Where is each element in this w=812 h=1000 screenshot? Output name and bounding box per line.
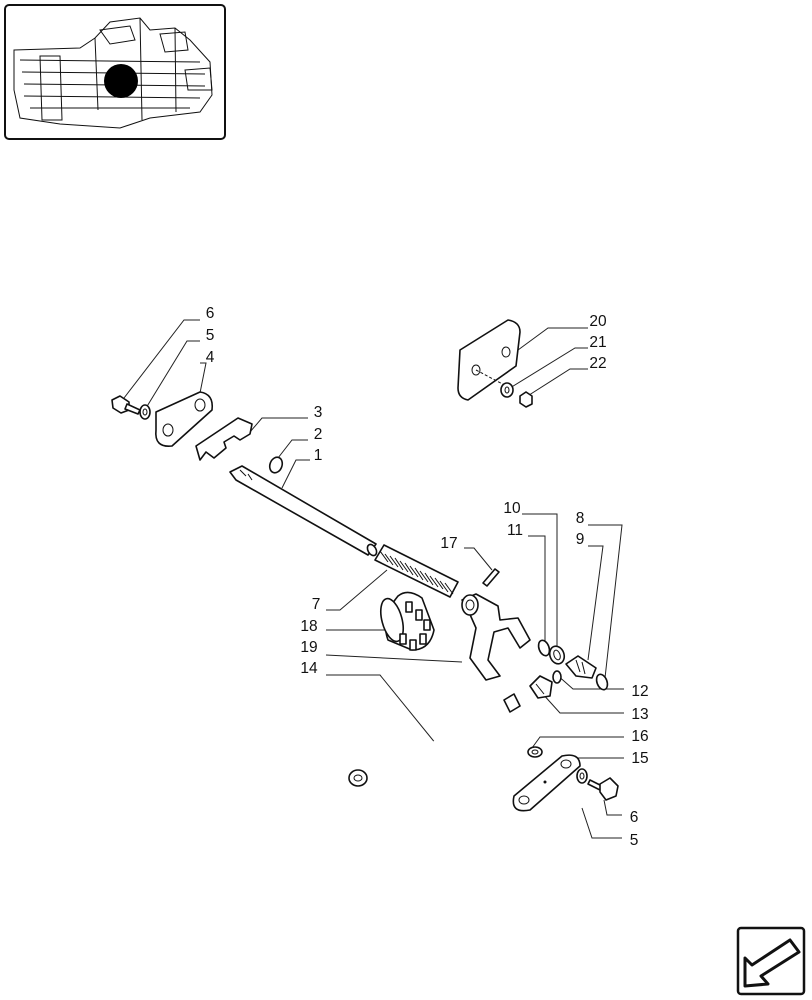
washer-part-5-bottom	[576, 768, 588, 784]
callout-labels: 6 5 4 3 2 1 20 21 22 17 10 11 8 9 7 18 1…	[206, 305, 649, 849]
pin-part-17	[482, 568, 500, 587]
bolt-part-6-top	[111, 395, 141, 415]
plate-part-4	[155, 391, 214, 447]
previous-page-arrow-icon[interactable]	[736, 926, 806, 996]
washer-part-11	[537, 639, 551, 657]
spring-part-7	[374, 544, 459, 598]
washer-part-5-top	[139, 404, 151, 420]
coupling-sleeve-part-18	[379, 591, 435, 651]
seal-part-10	[548, 645, 566, 665]
shaft-part-1	[229, 465, 378, 557]
o-ring-part-2	[268, 456, 284, 474]
shift-fork-part-19	[461, 593, 531, 681]
o-ring-part-12	[552, 670, 562, 684]
callout-13: 13	[631, 706, 648, 723]
callout-21: 21	[589, 334, 606, 351]
callout-6-bottom: 6	[630, 809, 639, 826]
washer-part-16	[527, 746, 543, 758]
callout-12: 12	[631, 683, 648, 700]
callout-15: 15	[631, 750, 648, 767]
callout-11: 11	[507, 522, 523, 539]
callout-7: 7	[312, 596, 321, 613]
pipe-part-14	[348, 693, 521, 803]
callout-3: 3	[314, 404, 323, 421]
callout-20: 20	[589, 313, 607, 330]
bracket-part-15	[512, 754, 581, 812]
callout-8: 8	[576, 510, 585, 527]
callout-5: 5	[206, 327, 215, 344]
union-part-13	[529, 675, 553, 699]
callout-1: 1	[314, 447, 323, 464]
callout-5-bottom: 5	[630, 832, 639, 849]
o-ring-part-8	[595, 673, 609, 691]
callout-22: 22	[589, 355, 606, 372]
callout-4: 4	[206, 349, 215, 366]
callout-10: 10	[503, 500, 521, 517]
washer-part-21	[500, 382, 514, 398]
callout-14: 14	[300, 660, 318, 677]
nut-part-22	[519, 391, 533, 408]
callout-19: 19	[300, 639, 317, 656]
bolt-part-6-bottom	[587, 777, 619, 801]
callout-16: 16	[631, 728, 648, 745]
callout-9: 9	[576, 531, 585, 548]
locator-thumbnail-icon	[4, 4, 226, 140]
callout-6: 6	[206, 305, 215, 322]
lock-plate-part-3	[195, 417, 253, 461]
callout-2: 2	[314, 426, 323, 443]
callout-18: 18	[300, 618, 317, 635]
plug-part-9	[565, 655, 597, 679]
callout-17: 17	[440, 535, 457, 552]
